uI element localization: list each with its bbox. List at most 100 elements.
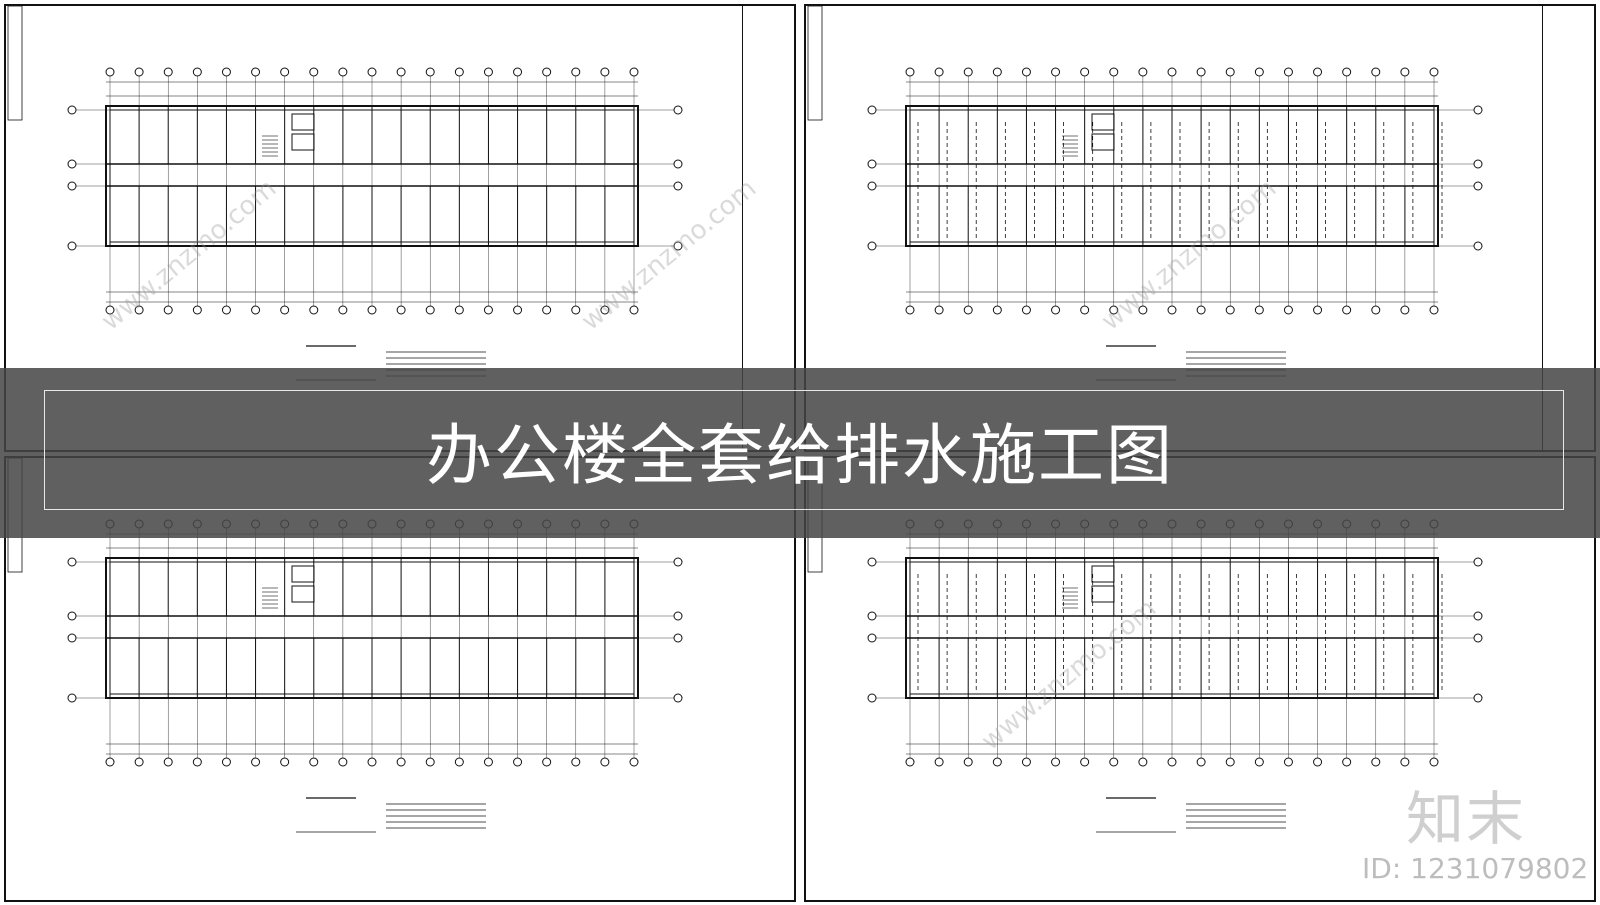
axis-bubble xyxy=(1225,67,1235,77)
floor-plan-drawing xyxy=(807,6,1483,381)
axis-bubble xyxy=(867,241,877,251)
elevator-shaft xyxy=(291,113,315,131)
axis-bubble xyxy=(1429,305,1439,315)
axis-bubble xyxy=(934,67,944,77)
axis-bubble xyxy=(67,181,77,191)
axis-bubble xyxy=(673,181,683,191)
axis-bubble xyxy=(600,67,610,77)
axis-bubble xyxy=(1473,181,1483,191)
axis-bubble xyxy=(867,105,877,115)
axis-bubble xyxy=(673,693,683,703)
axis-bubble xyxy=(1400,757,1410,767)
axis-bubble xyxy=(1225,757,1235,767)
axis-bubble xyxy=(163,757,173,767)
axis-bubble xyxy=(1371,757,1381,767)
axis-bubble xyxy=(1473,557,1483,567)
title-banner-frame xyxy=(44,390,1564,510)
axis-bubble xyxy=(1313,757,1323,767)
axis-bubble xyxy=(1313,67,1323,77)
elevator-shaft xyxy=(1091,113,1115,131)
axis-bubble xyxy=(1371,67,1381,77)
axis-bubble xyxy=(1138,67,1148,77)
axis-bubble xyxy=(963,757,973,767)
axis-bubble xyxy=(1400,67,1410,77)
axis-bubble xyxy=(1342,67,1352,77)
axis-bubble xyxy=(1283,757,1293,767)
axis-bubble xyxy=(905,757,915,767)
axis-bubble xyxy=(280,67,290,77)
axis-bubble xyxy=(280,757,290,767)
plan-linework xyxy=(807,458,1483,833)
axis-bubble xyxy=(105,67,115,77)
axis-bubble xyxy=(1196,67,1206,77)
axis-bubble xyxy=(600,757,610,767)
axis-bubble xyxy=(963,305,973,315)
axis-bubble xyxy=(1400,305,1410,315)
axis-bubble xyxy=(67,633,77,643)
axis-bubble xyxy=(992,757,1002,767)
axis-bubble xyxy=(571,305,581,315)
axis-bubble xyxy=(425,305,435,315)
axis-bubble xyxy=(338,757,348,767)
axis-bubble xyxy=(454,757,464,767)
elevator-shaft xyxy=(291,585,315,603)
axis-bubble xyxy=(1080,305,1090,315)
axis-bubble xyxy=(1371,305,1381,315)
title-block xyxy=(742,6,799,450)
axis-bubble xyxy=(992,67,1002,77)
axis-bubble xyxy=(1051,305,1061,315)
title-block xyxy=(1542,6,1599,450)
axis-bubble xyxy=(1473,693,1483,703)
axis-bubble xyxy=(1109,305,1119,315)
axis-bubble xyxy=(629,67,639,77)
axis-bubble xyxy=(221,67,231,77)
axis-bubble xyxy=(867,181,877,191)
axis-bubble xyxy=(513,67,523,77)
axis-bubble xyxy=(367,305,377,315)
axis-bubble xyxy=(1021,67,1031,77)
axis-bubble xyxy=(192,757,202,767)
axis-bubble xyxy=(867,693,877,703)
axis-bubble xyxy=(67,557,77,567)
elevator-shaft xyxy=(291,133,315,151)
axis-bubble xyxy=(1196,305,1206,315)
axis-bubble xyxy=(134,757,144,767)
axis-bubble xyxy=(1473,159,1483,169)
plan-linework xyxy=(807,6,1483,381)
axis-bubble xyxy=(309,757,319,767)
axis-bubble xyxy=(1283,67,1293,77)
axis-bubble xyxy=(483,67,493,77)
axis-bubble xyxy=(221,757,231,767)
axis-bubble xyxy=(934,757,944,767)
axis-bubble xyxy=(1109,67,1119,77)
floor-plan-drawing xyxy=(807,458,1483,833)
axis-bubble xyxy=(163,305,173,315)
axis-bubble xyxy=(1051,757,1061,767)
axis-bubble xyxy=(629,757,639,767)
axis-bubble xyxy=(600,305,610,315)
axis-bubble xyxy=(542,305,552,315)
axis-bubble xyxy=(571,757,581,767)
axis-bubble xyxy=(1473,633,1483,643)
axis-bubble xyxy=(542,757,552,767)
axis-bubble xyxy=(867,159,877,169)
axis-bubble xyxy=(905,305,915,315)
elevator-shaft xyxy=(291,565,315,583)
axis-bubble xyxy=(934,305,944,315)
axis-bubble xyxy=(367,67,377,77)
axis-bubble xyxy=(571,67,581,77)
axis-bubble xyxy=(425,67,435,77)
axis-bubble xyxy=(1225,305,1235,315)
axis-bubble xyxy=(1254,757,1264,767)
axis-bubble xyxy=(425,757,435,767)
axis-bubble xyxy=(1342,305,1352,315)
page-title: 办公楼全套给排水施工图 xyxy=(426,417,1174,494)
elevator-shaft xyxy=(1091,133,1115,151)
elevator-shaft xyxy=(1091,565,1115,583)
axis-bubble xyxy=(67,105,77,115)
axis-bubble xyxy=(396,757,406,767)
axis-bubble xyxy=(251,757,261,767)
axis-bubble xyxy=(192,305,202,315)
axis-bubble xyxy=(992,305,1002,315)
axis-bubble xyxy=(673,241,683,251)
